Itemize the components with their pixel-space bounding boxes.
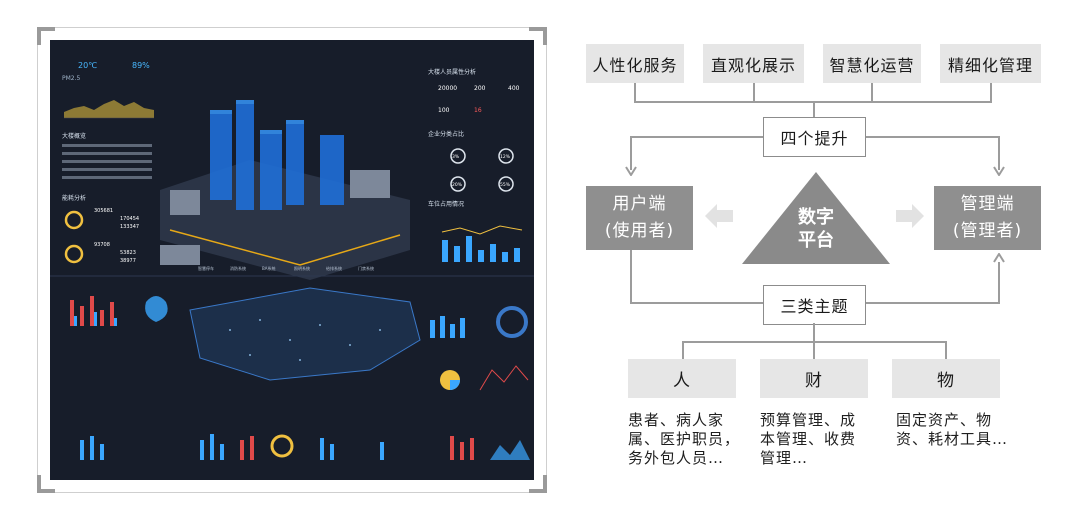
user-side-subtitle: (使用者) xyxy=(604,221,675,241)
category-assets-desc: 固定资产、物 资、耗材工具… xyxy=(896,411,1009,448)
arrow-up-icon xyxy=(993,253,1005,263)
section-overview: 大楼概览 xyxy=(62,132,86,140)
svg-text:给排系统: 给排系统 xyxy=(326,265,342,271)
svg-text:16: 16 xyxy=(474,107,482,114)
svg-text:20000: 20000 xyxy=(438,85,457,92)
category-finance: 财 xyxy=(760,359,868,398)
svg-text:200: 200 xyxy=(474,85,486,92)
connector xyxy=(866,302,1000,304)
arrow-down-icon xyxy=(993,166,1005,176)
section-energy: 能耗分析 xyxy=(62,194,86,202)
arrow-down-icon xyxy=(625,166,637,176)
connector xyxy=(990,83,992,102)
feature-refined-management: 精细化管理 xyxy=(940,44,1041,83)
connector xyxy=(813,341,815,359)
user-side-box: 用户端 (使用者) xyxy=(586,186,693,250)
pm-label: PM2.5 xyxy=(62,75,81,82)
svg-text:400: 400 xyxy=(508,85,520,92)
svg-text:53823: 53823 xyxy=(120,250,136,256)
three-themes-box: 三类主题 xyxy=(763,285,866,325)
humidity-stat: 89% xyxy=(132,61,150,70)
connector xyxy=(753,83,755,102)
admin-side-subtitle: (管理者) xyxy=(952,221,1023,241)
right-title-enterprise: 企业分类占比 xyxy=(428,130,464,138)
svg-text:BA系统: BA系统 xyxy=(262,265,275,271)
svg-text:93708: 93708 xyxy=(94,242,110,248)
svg-text:38977: 38977 xyxy=(120,258,136,264)
connector xyxy=(682,341,684,359)
svg-text:55%: 55% xyxy=(500,182,511,188)
connector xyxy=(945,341,947,359)
arrow-right-icon xyxy=(896,204,924,228)
admin-side-box: 管理端 (管理者) xyxy=(934,186,1041,250)
svg-text:20%: 20% xyxy=(452,182,463,188)
svg-text:305681: 305681 xyxy=(94,208,113,214)
svg-text:12%: 12% xyxy=(500,154,511,160)
category-finance-desc: 预算管理、成 本管理、收费 管理… xyxy=(760,411,857,467)
connector xyxy=(630,136,763,138)
temperature-stat: 20℃ xyxy=(78,61,97,70)
admin-side-title: 管理端 xyxy=(960,194,1015,214)
svg-text:100: 100 xyxy=(438,107,450,114)
connector xyxy=(813,323,815,342)
digital-platform-triangle xyxy=(742,172,890,264)
connector xyxy=(630,250,632,303)
category-assets: 物 xyxy=(892,359,1000,398)
svg-text:智慧停车: 智慧停车 xyxy=(198,265,214,271)
connector xyxy=(630,136,632,170)
digital-platform-label: 数字 平台 xyxy=(798,207,834,251)
svg-text:170454: 170454 xyxy=(120,216,139,222)
arrow-left-icon xyxy=(705,204,733,228)
feature-humanized-service: 人性化服务 xyxy=(586,44,684,83)
smart-building-dashboard: 20℃ 89% PM2.5 大楼概览 能耗分析 305681 170454 13… xyxy=(50,40,534,480)
svg-text:3%: 3% xyxy=(452,154,460,160)
user-side-title: 用户端 xyxy=(612,194,667,214)
four-upgrades-box: 四个提升 xyxy=(763,117,866,157)
svg-text:133347: 133347 xyxy=(120,224,139,230)
svg-text:消防系统: 消防系统 xyxy=(230,265,246,271)
connector xyxy=(998,262,1000,304)
svg-text:门禁系统: 门禁系统 xyxy=(358,265,374,271)
right-title-people: 大楼人员属性分析 xyxy=(428,68,476,76)
connector xyxy=(871,83,873,102)
right-title-parking: 车位占用情况 xyxy=(428,200,464,208)
connector xyxy=(813,101,815,118)
svg-text:照明系统: 照明系统 xyxy=(294,265,310,271)
connector xyxy=(630,302,763,304)
category-people: 人 xyxy=(628,359,736,398)
connector xyxy=(634,83,636,102)
connector xyxy=(998,136,1000,170)
category-people-desc: 患者、病人家 属、医护职员， 务外包人员… xyxy=(628,411,741,467)
connector xyxy=(866,136,1000,138)
feature-smart-operation: 智慧化运营 xyxy=(823,44,921,83)
screenshot-frame xyxy=(37,27,547,493)
feature-visual-display: 直观化展示 xyxy=(703,44,804,83)
